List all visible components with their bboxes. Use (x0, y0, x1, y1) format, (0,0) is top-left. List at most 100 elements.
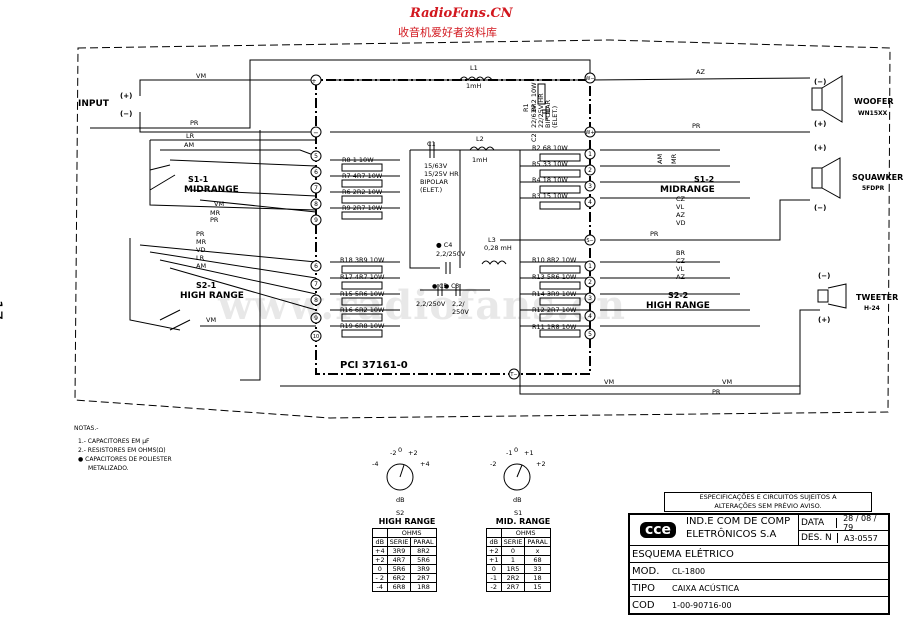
c5-value: 2,2/250V (416, 300, 446, 308)
c4-label: ● C4 (436, 241, 452, 249)
note-2: 2.- RESISTORES EM OHMS(Ω) (78, 447, 166, 454)
wire-label: PR (210, 216, 219, 224)
r4-label: R4 18 10W (532, 176, 568, 184)
notes-title: NOTAS.- (74, 425, 99, 432)
c2-v2: 22/25V HR (537, 93, 545, 128)
r19-label: R19 6R8 10W (340, 322, 385, 330)
s2-1-label: S2-1 (196, 281, 217, 290)
spec-line-1: ESPECIFICAÇÕES E CIRCUITOS SUJEITOS A (699, 493, 837, 501)
table-cell: 1 (500, 555, 526, 565)
wire-label: AZ (696, 68, 705, 76)
knob-s2-0: 0 (398, 446, 402, 454)
pad-wp: W+ (585, 130, 594, 136)
c1-v1: 15/63V (424, 162, 448, 170)
squawker-plus: (+) (814, 144, 826, 152)
knob-s1-db: dB (513, 496, 522, 504)
r6-label: R6 2R2 10W (342, 188, 383, 196)
table-cell: 4R7 (386, 555, 412, 565)
table-header: SERIE (386, 537, 412, 547)
company-line-1: IND.E COM DE COMP (686, 516, 791, 527)
woofer-plus: (+) (814, 120, 826, 128)
r2-label: R2 68 10W (532, 144, 568, 152)
note-3b: METALIZADO. (88, 465, 129, 472)
table-cell: -4 (372, 582, 388, 592)
c1-label: C1 (427, 140, 436, 148)
pad-l2: 10 (313, 334, 319, 340)
note-3: ● CAPACITORES DE POLIESTER (78, 456, 172, 463)
table-cell: 5R6 (386, 564, 412, 574)
input-plus: (+) (120, 92, 132, 100)
table-header: PARAL (410, 537, 437, 547)
cod-value: 1-00-90716-00 (672, 600, 732, 610)
table-cell: 2R7 (410, 573, 437, 583)
pad-l2: 8 (314, 297, 318, 304)
r18-label: R18 3R9 10W (340, 256, 385, 264)
table-cell: 6R2 (386, 573, 412, 583)
pad-wm: W− (585, 76, 594, 82)
table-cell: 8R2 (410, 546, 437, 556)
table-cell: 3R9 (386, 546, 412, 556)
woofer-minus: (−) (814, 78, 826, 86)
squawker-label: SQUAWKER (852, 173, 903, 182)
knob-s2-p4: +4 (420, 460, 430, 468)
r7-label: R7 4R7 10W (342, 172, 383, 180)
squawker-model: 5FDPR (862, 185, 885, 192)
wire-label: PR (692, 122, 701, 130)
table-cell: +4 (372, 546, 388, 556)
tweeter-minus: (−) (818, 272, 830, 280)
table-header: dB (486, 537, 502, 547)
r12-label: R12 2R7 10W (532, 306, 577, 314)
table-cell: 18 (524, 573, 551, 583)
table-cell: 0 (372, 564, 388, 574)
table-cell: 5R6 (410, 555, 437, 565)
pad-l2: 7 (314, 281, 318, 288)
table-header: SERIE (500, 537, 526, 547)
tipo-value: CAIXA ACÚSTICA (672, 583, 740, 593)
r9-label: R9 2R7 10W (342, 204, 383, 212)
woofer-label: WOOFER (854, 97, 894, 106)
pad-r1: 3 (588, 183, 592, 190)
table-cell: 1R5 (500, 564, 526, 574)
tweeter-model: H-24 (864, 305, 880, 312)
wire-label: PR (190, 119, 199, 127)
table-cell: 15 (524, 582, 551, 592)
l1-label: L1 (470, 64, 478, 72)
table-header: PARAL (524, 537, 551, 547)
r17-label: R17 4R7 10W (340, 273, 385, 281)
wire-label: VL (676, 203, 684, 211)
table-cell: 2R2 (500, 573, 526, 583)
s1-1-label: S1-1 (188, 175, 209, 184)
r15-label: R15 5R6 10W (340, 290, 385, 298)
r11-label: R11 1R8 10W (532, 323, 577, 331)
wire-label: VM (722, 378, 732, 386)
pad-r2: 4 (588, 313, 592, 320)
data-value: 28 / 08 / 79 (843, 513, 877, 532)
knob-s1-m1: -1 (506, 449, 512, 457)
watermark-site: RadioFans.CN (410, 6, 513, 21)
high-range-title: HIGH RANGE (378, 517, 436, 526)
knob-s1-m2: -2 (490, 460, 496, 468)
c3-v1: 2,2/ (452, 300, 465, 308)
wire-label: PR (196, 230, 205, 238)
table-cell: 6R8 (386, 582, 412, 592)
squawker-minus: (−) (814, 204, 826, 212)
knob-s2-p2: +2 (408, 449, 418, 457)
pad-l2: 6 (314, 263, 318, 270)
tipo-label: TIPO (632, 582, 655, 594)
knob-s1-sw: S1 (514, 509, 522, 517)
knob-s1-0: 0 (514, 446, 518, 454)
c3-label: ● C3 (444, 283, 459, 290)
table-cell: +2 (486, 546, 502, 556)
table-header: OHMS (386, 528, 437, 538)
l2-label: L2 (476, 135, 484, 143)
wire-label: VD (196, 246, 205, 254)
r3-label: R3 15 10W (532, 192, 568, 200)
